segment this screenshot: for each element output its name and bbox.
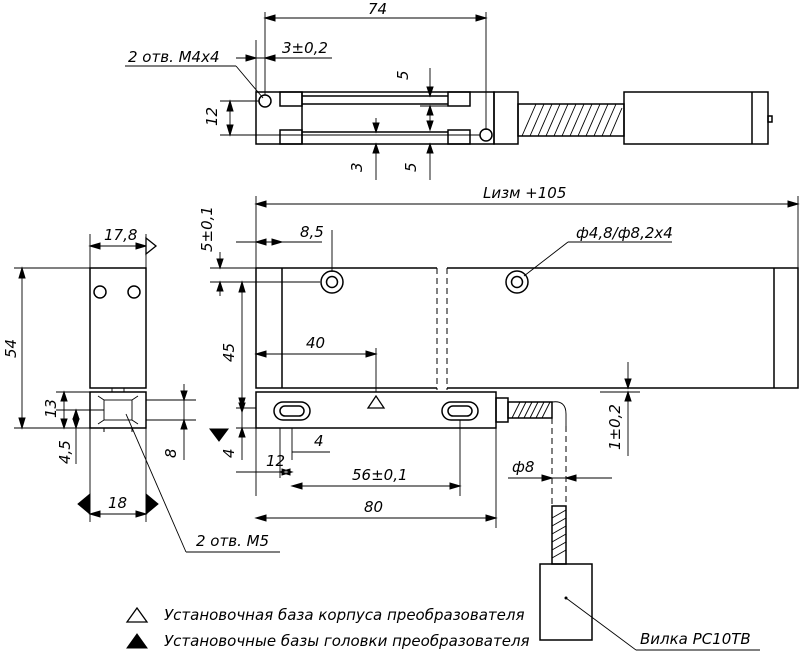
dim-80: 80	[364, 498, 383, 516]
front-view: Lизм +105 8,5 ф4,8/ф8,2х4 5±0,1 45	[198, 184, 800, 651]
legend-item-1: Установочная база корпуса преобразовател…	[164, 606, 524, 624]
head-slot-left	[273, 401, 311, 421]
dim-top-3: 3	[348, 162, 366, 172]
dim-56: 56±0,1	[352, 466, 408, 484]
dim-8: 8	[162, 448, 180, 458]
dim-4-5: 4,5	[56, 440, 74, 464]
dim-top-5b: 5	[402, 162, 420, 172]
dim-54: 54	[2, 339, 20, 358]
dim-top-5a: 5	[394, 70, 412, 80]
side-view: 17,8 54 13 4,5 8 18 2 отв. М5	[2, 226, 280, 553]
legend-item-2: Установочные базы головки преобразовател…	[164, 632, 530, 650]
dim-4-horiz: 4	[314, 432, 324, 450]
dim-8-5: 8,5	[300, 223, 324, 241]
dim-cable: ф8	[512, 458, 534, 476]
dim-12: 12	[266, 452, 285, 470]
top-hole-right	[479, 128, 493, 142]
dim-45: 45	[220, 343, 238, 362]
dim-40: 40	[306, 334, 325, 352]
dim-top-offset: 3±0,2	[282, 39, 328, 57]
dim-4-vert: 4	[220, 448, 238, 458]
dim-18: 18	[108, 494, 127, 512]
dim-17-8: 17,8	[104, 226, 137, 244]
plug-connector	[539, 563, 593, 641]
label-bot-holes: 2 отв. М5	[196, 532, 269, 550]
head-slot-right	[441, 401, 479, 421]
open-triangle-icon	[125, 606, 149, 623]
top-hole-left	[258, 94, 272, 108]
label-plug: Вилка РС10ТВ	[640, 630, 751, 648]
label-top-holes: 2 отв. М4х4	[128, 48, 220, 66]
dim-lizm: Lизм +105	[483, 184, 566, 202]
dim-5-01: 5±0,1	[198, 206, 216, 252]
legend: Установочная база корпуса преобразовател…	[125, 606, 530, 650]
dim-hole-dia: ф4,8/ф8,2х4	[576, 224, 673, 242]
dim-gap: 1±0,2	[606, 404, 624, 450]
dim-top-length: 74	[368, 0, 387, 18]
top-view: 74 3±0,2 2 отв. М4х4 12 5 3 5	[125, 0, 773, 180]
filled-triangle-icon	[126, 633, 148, 649]
dim-13: 13	[42, 399, 60, 418]
dim-top-12: 12	[203, 107, 221, 126]
